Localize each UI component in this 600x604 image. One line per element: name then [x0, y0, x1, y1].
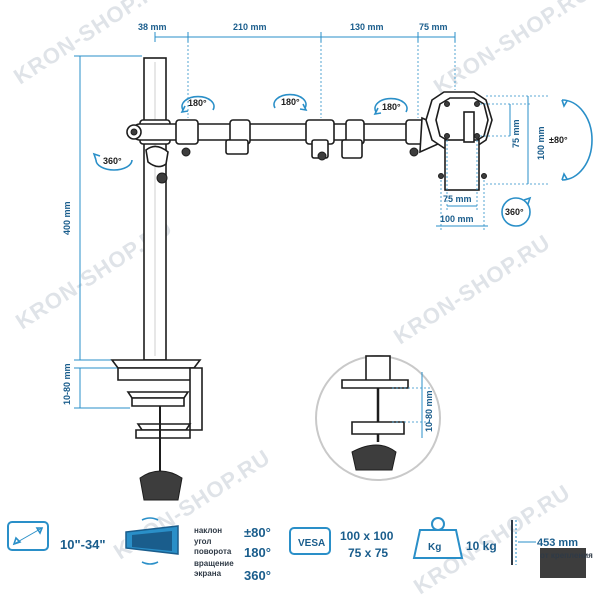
clamp-detail: 10-80 mm — [315, 355, 441, 481]
vesa-dimensions: 75 mm 100 mm 75 mm 100 mm — [436, 95, 548, 230]
desk-clamp — [110, 359, 203, 501]
dim-130mm: 130 mm — [350, 22, 384, 32]
spec-swivel-value: 180° — [244, 545, 271, 560]
rotation-joint1: 180° — [180, 95, 215, 114]
weight-badge-label: Kg — [428, 542, 441, 553]
spec-swivel-label-2: поворота — [194, 547, 232, 556]
rotation-pole: 360° — [92, 152, 133, 171]
vesa-badge — [289, 527, 331, 555]
spec-tilt-label: наклон — [194, 526, 222, 535]
rotation-180-label: 180° — [281, 97, 300, 107]
spec-rotate-label-2: экрана — [194, 569, 222, 578]
wall-distance-label: от крепления — [540, 551, 593, 560]
vesa-size-1: 100 x 100 — [340, 529, 394, 543]
dim-10-80mm-detail: 10-80 mm — [424, 390, 434, 432]
rotation-tilt-label: ±80° — [549, 135, 568, 145]
dim-vesa-75-horizontal: 75 mm — [443, 194, 472, 204]
weight-icon — [412, 517, 464, 559]
rotation-joint3: 180° — [373, 97, 408, 116]
rotation-180-label: 180° — [188, 98, 207, 108]
wall-distance-icon — [511, 520, 586, 578]
screen-size: 10"-34" — [60, 537, 106, 552]
dim-210mm: 210 mm — [233, 22, 267, 32]
spec-swivel-label-1: угол — [194, 537, 211, 546]
dim-10-80mm: 10-80 mm — [62, 363, 72, 405]
spec-bar: 10"-34" наклон угол поворота вращение эк… — [7, 517, 593, 583]
watermark: KRON-SHOP.RU — [429, 0, 595, 99]
vesa-badge-label: VESA — [298, 538, 325, 549]
dim-vesa-100-horizontal: 100 mm — [440, 214, 474, 224]
rotation-360-label: 360° — [505, 207, 524, 217]
wall-distance-value: 453 mm — [537, 537, 578, 549]
arm — [126, 116, 441, 161]
top-dimensions: 38 mm 210 mm 130 mm 75 mm — [138, 22, 456, 118]
spec-tilt-value: ±80° — [244, 525, 271, 540]
dim-38mm: 38 mm — [138, 22, 167, 32]
spec-rotate-value: 360° — [244, 568, 271, 583]
rotation-360-label: 360° — [103, 156, 122, 166]
pole-height-dimension: 400 mm — [62, 55, 142, 361]
dim-vesa-100-vertical: 100 mm — [536, 126, 546, 160]
rotation-head-tilt: ±80° — [549, 99, 593, 181]
spec-rotate-label-1: вращение — [194, 559, 234, 568]
rotation-180-label: 180° — [382, 102, 401, 112]
weight-value: 10 kg — [466, 539, 497, 553]
vesa-size-2: 75 x 75 — [348, 546, 388, 560]
rotation-joint2: 180° — [273, 93, 308, 112]
dim-75mm: 75 mm — [419, 22, 448, 32]
dim-vesa-75-vertical: 75 mm — [511, 119, 521, 148]
watermark: KRON-SHOP.RU — [389, 229, 555, 349]
screen-icon — [125, 517, 179, 565]
pole — [139, 57, 171, 361]
rotation-head-rotate: 360° — [501, 196, 532, 227]
vesa-head — [425, 91, 493, 191]
dim-400mm: 400 mm — [62, 201, 72, 235]
